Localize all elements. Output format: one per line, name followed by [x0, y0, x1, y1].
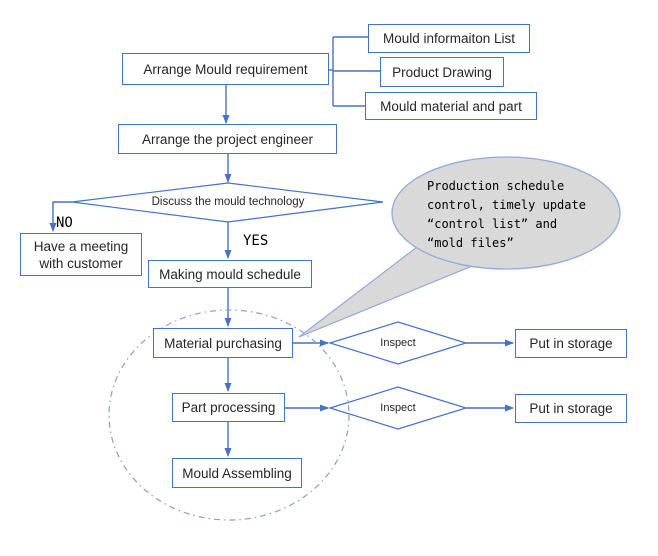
node-material-purchasing: Material purchasing: [153, 328, 293, 358]
callout-bubble: [391, 156, 621, 270]
callout-line-4: “mold files”: [427, 236, 514, 250]
callout-line-2: control, timely update: [427, 198, 586, 212]
node-have-meeting-with-customer: Have a meeting with customer: [20, 233, 142, 276]
branch-label-no: NO: [56, 215, 73, 231]
node-arrange-project-engineer: Arrange the project engineer: [118, 124, 337, 154]
node-mould-material-and-part: Mould material and part: [365, 92, 537, 120]
node-making-mould-schedule: Making mould schedule: [148, 260, 312, 288]
decision-diamond-inspect-1: [327, 321, 469, 365]
arrow-no-branch: [49, 201, 72, 232]
decision-label-discuss: Discuss the mould technology: [151, 196, 305, 208]
decision-label-inspect-2: Inspect: [380, 402, 416, 414]
node-arrange-mould-requirement: Arrange Mould requirement: [122, 53, 329, 85]
callout-line-1: Production schedule: [427, 179, 565, 193]
bracket-connector: [329, 36, 380, 107]
branch-label-yes: YES: [243, 233, 269, 249]
node-mould-information-list: Mould informaiton List: [368, 24, 530, 53]
node-part-processing: Part processing: [172, 393, 285, 422]
node-put-in-storage-2: Put in storage: [515, 394, 627, 423]
node-product-drawing: Product Drawing: [380, 57, 504, 87]
node-mould-assembling: Mould Assembling: [172, 458, 302, 488]
group-circle: [108, 309, 350, 521]
node-put-in-storage-1: Put in storage: [515, 329, 627, 358]
callout-line-3: “control list” and: [427, 217, 558, 231]
decision-diamond-inspect-2: [327, 386, 469, 430]
decision-diamond-discuss: [71, 182, 384, 223]
decision-label-inspect-1: Inspect: [380, 337, 416, 349]
callout-text: Production schedule control, timely upda…: [427, 177, 599, 253]
